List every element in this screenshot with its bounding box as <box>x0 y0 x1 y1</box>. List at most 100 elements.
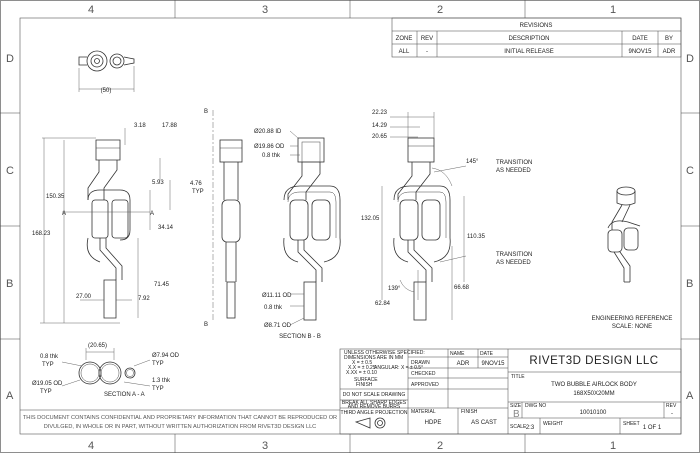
section-a-view: (20.65) 0.8 thk TYP Ø7.94 OD TYP Ø19.05 … <box>32 343 180 398</box>
dim-thk-top: 0.8 thk <box>262 153 281 159</box>
zone-row-b-right: B <box>686 278 693 290</box>
zone-row-c-right: C <box>686 165 694 177</box>
drawn-label: DRAWN <box>411 360 430 366</box>
size-value: B <box>513 409 520 420</box>
dim-a-typ-4: TYP <box>152 386 164 392</box>
dwg-no-header: DWG NO <box>525 403 546 409</box>
sheet-value: 1 OF 1 <box>643 425 662 431</box>
zone-row-d: D <box>6 53 14 65</box>
zone-row-a: A <box>6 390 14 402</box>
confidential-line-1: THIS DOCUMENT CONTAINS CONFIDENTIAL AND … <box>23 415 337 421</box>
dim-a-typ-3: TYP <box>40 389 52 395</box>
dim-14-29: 14.29 <box>372 123 388 129</box>
dim-od-8-71: Ø8.71 OD <box>264 323 292 329</box>
rev-cell-date: 9NOV15 <box>628 49 652 55</box>
zone-col-4: 4 <box>88 4 94 16</box>
dim-27-00: 27.00 <box>76 294 92 300</box>
zone-col-3: 3 <box>262 4 268 16</box>
dim-id-20-88: Ø20.88 ID <box>254 129 282 135</box>
dim-7-92: 7.92 <box>138 296 150 302</box>
zone-col-1: 1 <box>610 4 616 16</box>
dim-od-11-11: Ø11.11 OD <box>262 293 292 299</box>
checked-label: CHECKED <box>411 371 436 377</box>
spec-line-4: X.X = ± 0.25 <box>348 365 376 371</box>
top-view: (50) <box>78 50 135 94</box>
name-header: NAME <box>450 351 465 357</box>
material-header: MATERIAL <box>411 409 436 415</box>
approved-label: APPROVED <box>411 382 439 388</box>
dim-20-65-ref: (20.65) <box>88 343 107 349</box>
iso-note-scale: SCALE: NONE <box>612 324 652 330</box>
iso-view: ENGINEERING REFERENCE SCALE: NONE <box>592 186 672 330</box>
dim-34-14: 34.14 <box>158 225 174 231</box>
dim-132-05: 132.05 <box>361 216 380 222</box>
rev-cell-by: ADR <box>663 49 676 55</box>
dim-66-68: 66.68 <box>454 285 470 291</box>
revisions-title: REVISIONS <box>520 23 553 29</box>
spec-finish: FINISH <box>356 382 373 388</box>
spec-line-3: X = ± 0.5 <box>352 360 372 366</box>
dim-17-88: 17.88 <box>162 123 178 129</box>
rev-header-rev: REV <box>421 36 433 42</box>
projection-label: THIRD ANGLE PROJECTION <box>341 410 408 416</box>
spec-line-2: DIMENSIONS ARE IN MM <box>344 355 403 361</box>
dim-od-19-05: Ø19.05 OD <box>32 381 63 387</box>
weight-header: WEIGHT <box>543 421 563 427</box>
zone-col-2-bottom: 2 <box>437 440 443 452</box>
dim-4-76: 4.76 <box>190 181 202 187</box>
zone-row-d-right: D <box>686 53 694 65</box>
note-as-needed-1: AS NEEDED <box>496 168 531 174</box>
section-mark-a-left: A <box>62 211 66 217</box>
front-view: 3.18 17.88 5.93 150.35 168.23 34.14 71.4… <box>32 123 204 324</box>
burrs-note-1: BREAK ALL SHARP EDGES <box>342 400 407 406</box>
rev-header-description: DESCRIPTION <box>508 36 549 42</box>
dim-20-65: 20.65 <box>372 134 388 140</box>
scale-header: SCALE <box>510 424 527 430</box>
dim-150-35: 150.35 <box>46 194 65 200</box>
title-block: UNLESS OTHERWISE SPECIFIED: DIMENSIONS A… <box>339 348 682 435</box>
right-view: 22.23 14.29 20.65 145° 132.05 110.35 139… <box>361 110 532 321</box>
rev-header-date: DATE <box>632 36 648 42</box>
zone-row-c: C <box>6 165 14 177</box>
spec-surface: SURFACE <box>354 377 378 383</box>
dim-3-18: 3.18 <box>134 123 146 129</box>
dim-71-45: 71.45 <box>154 282 170 288</box>
section-b-label: SECTION B - B <box>279 334 321 340</box>
dim-a-thk-2: 1.3 thk <box>152 378 171 384</box>
dim-od-19-86: Ø19.86 OD <box>254 144 285 150</box>
spec-line-1: UNLESS OTHERWISE SPECIFIED: <box>344 350 425 356</box>
dim-22-23: 22.23 <box>372 110 388 116</box>
material-value: HDPE <box>425 420 442 426</box>
dim-od-7-94: Ø7.94 OD <box>152 353 180 359</box>
zone-row-b: B <box>6 278 13 290</box>
rev-value: - <box>671 411 673 417</box>
zone-row-a-right: A <box>686 390 694 402</box>
rev-header-by: BY <box>665 36 673 42</box>
spec-line-angular: ANGULAR: X = ± 0.5° <box>374 365 423 371</box>
zone-col-4-bottom: 4 <box>88 440 94 452</box>
part-title-1: TWO BUBBLE AIRLOCK BODY <box>551 382 637 388</box>
date-header: DATE <box>480 351 494 357</box>
dim-168-23: 168.23 <box>32 231 51 237</box>
dim-top-width: (50) <box>101 88 112 94</box>
rev-header-zone: ZONE <box>396 36 413 42</box>
title-header: TITLE <box>511 374 525 380</box>
dim-4-76-typ: TYP <box>192 189 204 195</box>
no-scale-note: DO NOT SCALE DRAWING <box>343 392 406 398</box>
rev-cell-zone: ALL <box>399 49 410 55</box>
finish-header: FINISH <box>461 409 478 415</box>
section-mark-b-bottom: B <box>204 322 208 328</box>
note-transition-2: TRANSITION <box>496 252 532 258</box>
note-as-needed-2: AS NEEDED <box>496 260 531 266</box>
projection-symbol-icon <box>354 417 386 429</box>
zone-labels: 4 3 2 1 4 3 2 1 D C B A D C B A <box>6 4 694 452</box>
rev-header: REV <box>666 403 677 409</box>
revisions-table: REVISIONS ZONE REV DESCRIPTION DATE BY A… <box>391 17 682 58</box>
scale-value: 2:3 <box>526 425 535 431</box>
dim-angle-145: 145° <box>466 159 479 165</box>
rev-cell-rev: - <box>426 49 428 55</box>
rev-cell-description: INITIAL RELEASE <box>504 49 553 55</box>
mid-section-view: Ø20.88 ID Ø19.86 OD 0.8 thk Ø11.11 OD 0.… <box>254 129 341 329</box>
